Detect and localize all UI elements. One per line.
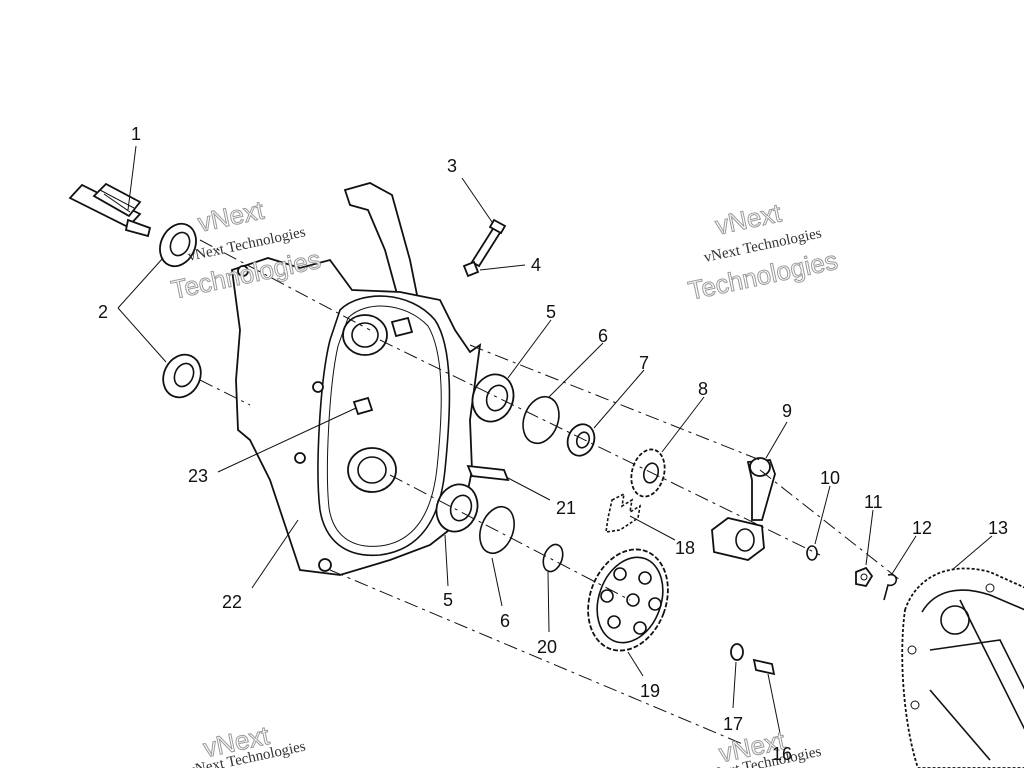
- callout-1: 1: [131, 124, 141, 144]
- leader-lines: [117, 145, 993, 746]
- callout-6-lower: 6: [500, 611, 510, 631]
- part-19-gear: [587, 548, 669, 652]
- callout-18: 18: [675, 538, 695, 558]
- callouts: 1 2 3 4 5 6 7 8 9 10 11 12 13 18 21 23 2…: [98, 124, 1008, 764]
- part-2-seal-lower: [162, 353, 202, 399]
- part-11-nut: [855, 566, 874, 588]
- callout-16: 16: [772, 744, 792, 764]
- callout-6-upper: 6: [598, 326, 608, 346]
- part-4-nut: [462, 260, 480, 278]
- callout-7: 7: [639, 353, 649, 373]
- part-2-seal-upper: [159, 222, 197, 268]
- callout-12: 12: [912, 518, 932, 538]
- part-6-ring-upper: [522, 395, 560, 445]
- callout-17: 17: [723, 714, 743, 734]
- callout-2: 2: [98, 302, 108, 322]
- callout-22: 22: [222, 592, 242, 612]
- part-3-bolt: [470, 218, 507, 268]
- callout-4: 4: [531, 255, 541, 275]
- part-22-chaincase: [231, 182, 482, 576]
- part-17-washer: [730, 643, 744, 661]
- callout-21: 21: [556, 498, 576, 518]
- watermark-lower-right: vNext vNext Technologies: [702, 725, 823, 768]
- callout-3: 3: [447, 156, 457, 176]
- part-12-clip: [883, 573, 898, 601]
- part-7-spacer: [566, 423, 596, 457]
- part-10-washer: [806, 545, 818, 561]
- callout-11: 11: [864, 492, 883, 512]
- callout-23: 23: [188, 466, 208, 486]
- callout-5-upper: 5: [546, 302, 556, 322]
- part-1-shaft: [68, 182, 152, 238]
- callout-20: 20: [537, 637, 557, 657]
- part-8-sprocket: [630, 448, 666, 498]
- part-20-ring: [542, 543, 564, 573]
- callout-19: 19: [640, 681, 660, 701]
- part-18-chain: [605, 492, 642, 533]
- watermark-lower-left: vNext vNext Technologies: [186, 719, 307, 768]
- part-21-pin: [466, 464, 510, 482]
- callout-10: 10: [820, 468, 840, 488]
- part-9-tensioner: [711, 457, 776, 561]
- callout-13: 13: [988, 518, 1008, 538]
- part-16-bolt: [752, 658, 776, 676]
- callout-8: 8: [698, 379, 708, 399]
- callout-5-lower: 5: [443, 590, 453, 610]
- callout-9: 9: [782, 401, 792, 421]
- watermark-upper-right: vNext Technologies vNext Technologies: [685, 197, 841, 306]
- svg-text:vNext: vNext: [195, 195, 267, 238]
- part-5-bearing-lower: [435, 483, 479, 533]
- part-13-cover: [901, 567, 1024, 768]
- part-6-ring-lower: [479, 505, 515, 555]
